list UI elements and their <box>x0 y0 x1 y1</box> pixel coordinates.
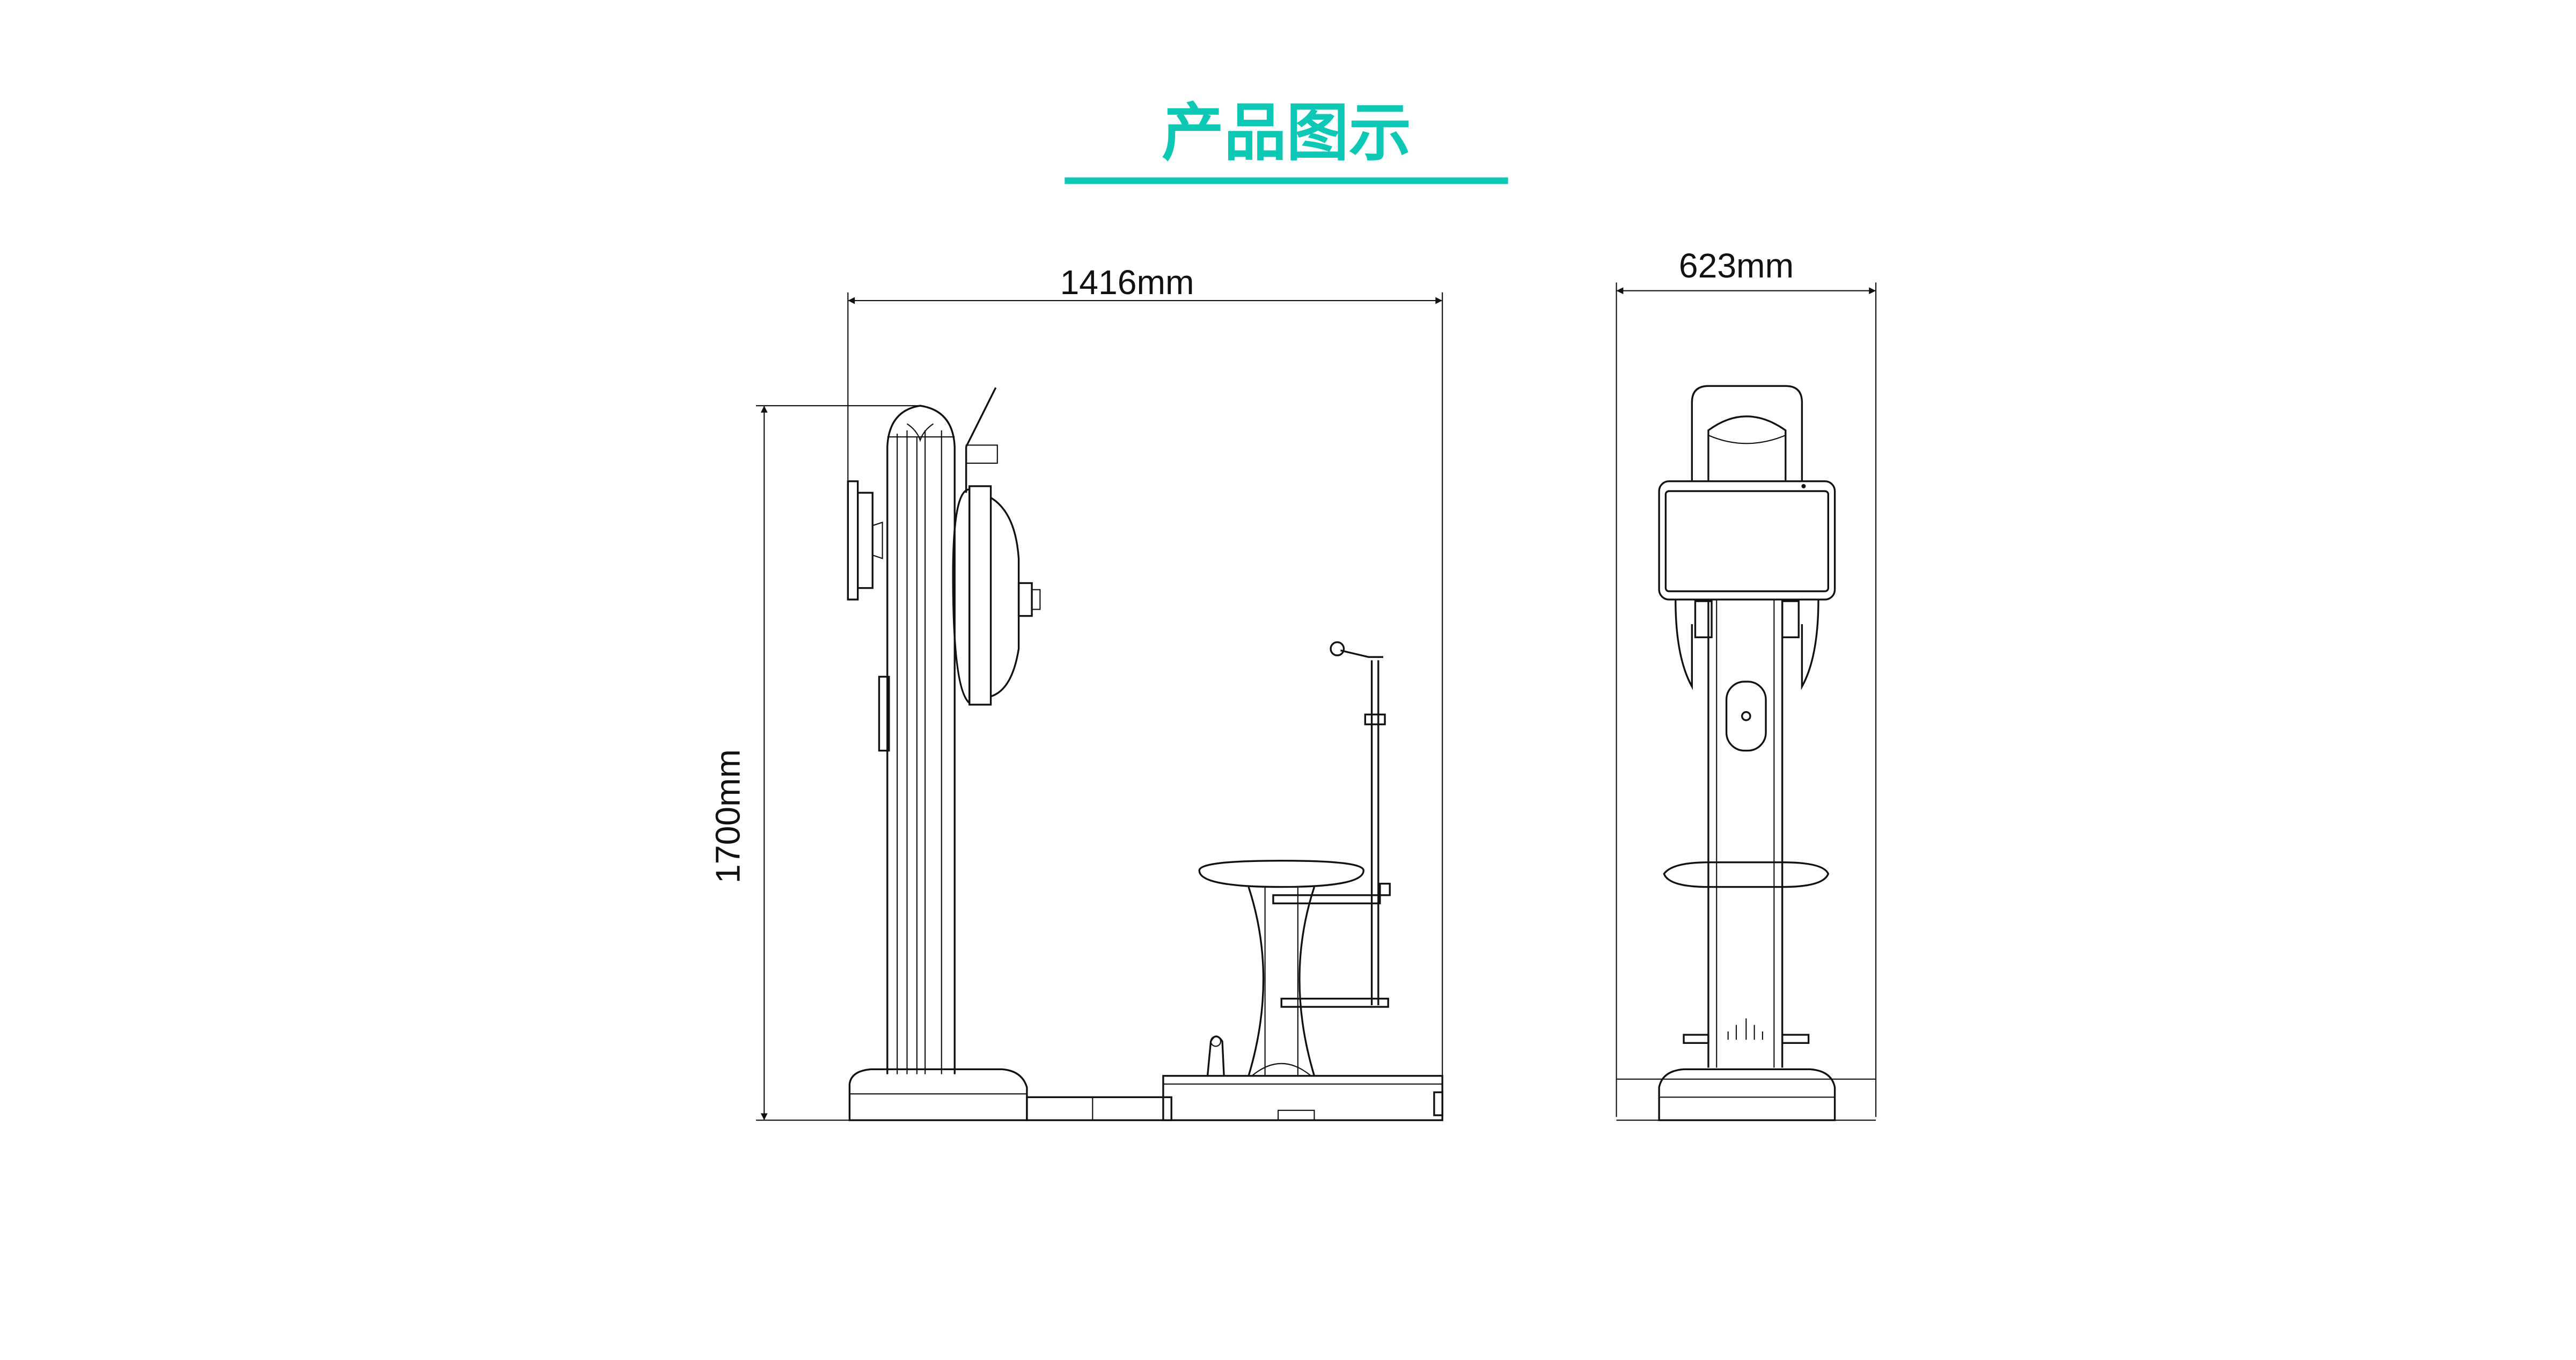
title-underline <box>1065 177 1508 184</box>
page-title: 产品图示 <box>1162 97 1411 170</box>
stool <box>1198 859 1364 1077</box>
main-column <box>878 405 956 1074</box>
side-view: 1416mm 1700mm <box>708 263 1443 1121</box>
front-view: 623mm <box>1616 246 1877 1121</box>
foot-pedal <box>1206 1035 1225 1076</box>
width-dimension: 1416mm <box>847 263 1443 1117</box>
rear-monitor <box>847 480 883 601</box>
front-base <box>1616 1068 1876 1121</box>
side-base <box>848 1068 1443 1121</box>
front-width-label: 623mm <box>1679 246 1794 285</box>
front-column <box>1663 599 1830 1068</box>
head-rest <box>1691 385 1803 481</box>
height-dimension: 1700mm <box>708 405 920 1121</box>
display-screen <box>1658 480 1836 601</box>
side-height-label: 1700mm <box>708 749 747 883</box>
side-width-label: 1416mm <box>1060 263 1194 302</box>
head-unit <box>952 387 1041 706</box>
front-width-dimension: 623mm <box>1616 246 1877 1117</box>
chin-rest-rod <box>1272 641 1391 1008</box>
